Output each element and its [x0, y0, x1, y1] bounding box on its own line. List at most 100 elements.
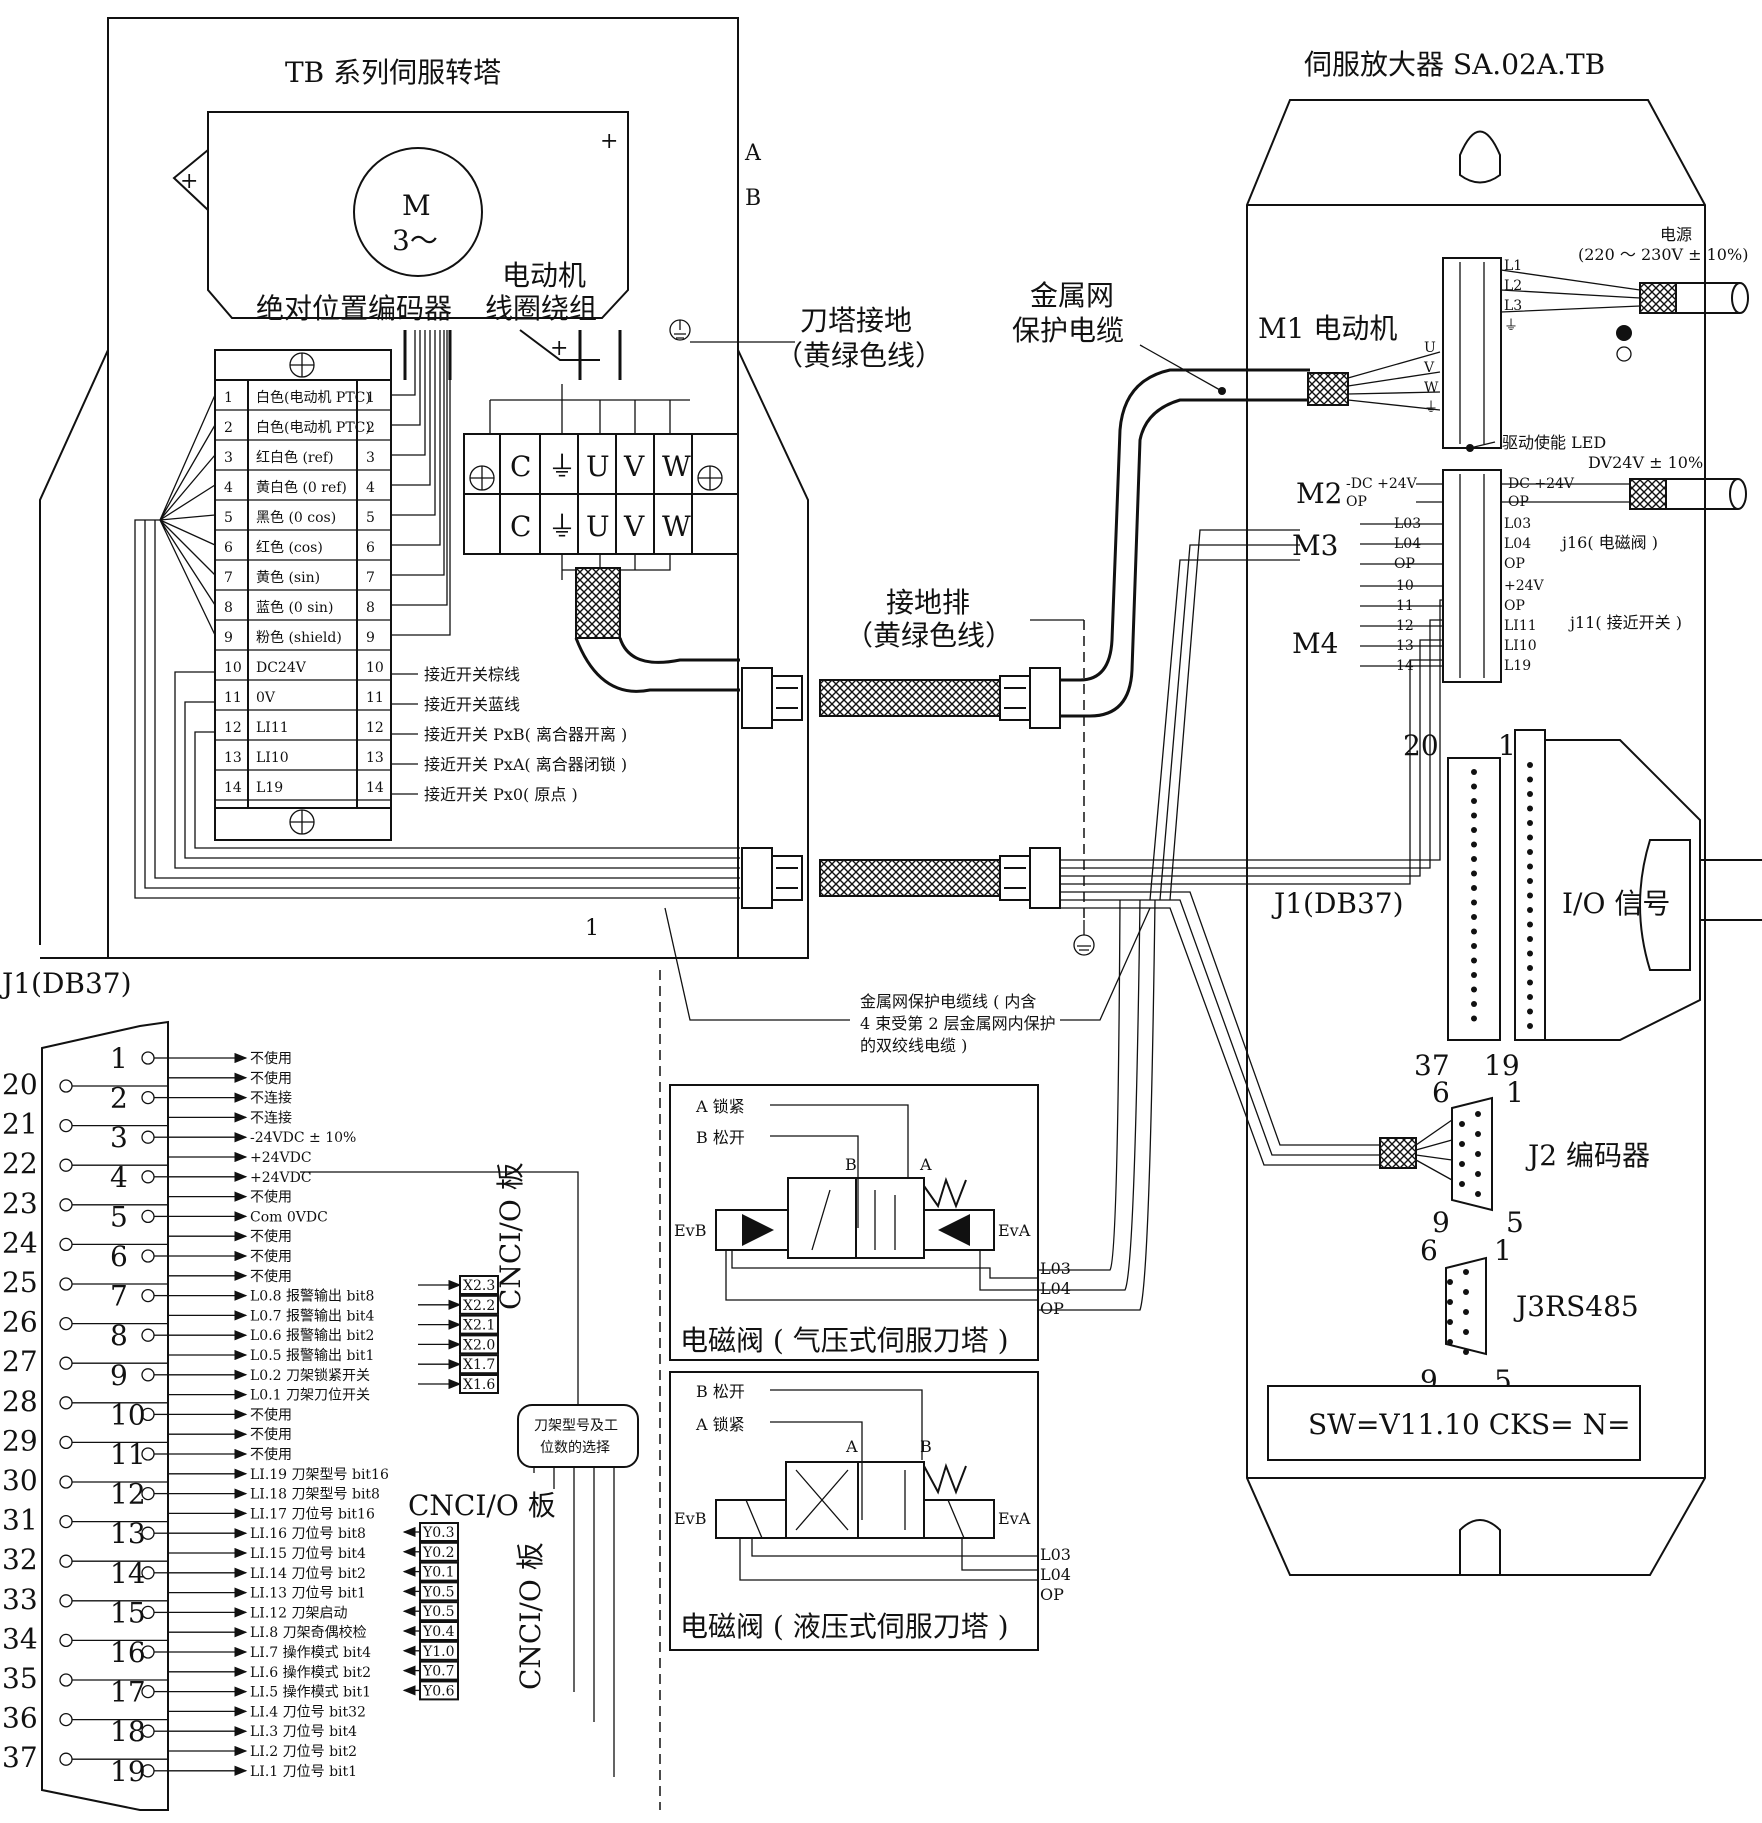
- j16-label: j16( 电磁阀 ): [1560, 533, 1658, 552]
- db37-pin-dot: [1527, 820, 1533, 826]
- motor-label-2: 线圈绕组: [485, 292, 597, 325]
- x-box-label: X2.2: [463, 1298, 495, 1314]
- wire-row-label: 黄白色 (0 ref): [256, 479, 347, 496]
- y-box-label: Y0.5: [422, 1584, 455, 1600]
- db37-signal-label: LI.17 刀位号 bit16: [250, 1506, 375, 1522]
- db37-left-pin: [59, 1118, 73, 1133]
- motor-m: M: [402, 189, 431, 222]
- y-box-label: Y0.4: [422, 1624, 455, 1640]
- db37-pin-dot: [1527, 805, 1533, 812]
- wire-row-number: 3: [224, 450, 233, 466]
- db37-left-number: 33: [2, 1583, 38, 1616]
- wire-row-label: 蓝色 (0 sin): [256, 599, 333, 616]
- db37-left-pin: [59, 1633, 73, 1648]
- db37-pin-dot: [1471, 986, 1477, 993]
- connector-pin-dot: [1459, 1121, 1465, 1127]
- terminal-bottom-label: ⏚: [548, 510, 576, 543]
- db37-left-pin: [59, 1554, 73, 1568]
- valve-hyd-pin: L04: [1040, 1565, 1071, 1584]
- m2-pin-label: OP: [1346, 494, 1367, 510]
- db37-left-pin: [59, 1673, 73, 1687]
- wire-row-number: 9: [224, 630, 233, 646]
- wire-row-number: 6: [224, 540, 233, 556]
- wire-row-number: 11: [224, 690, 242, 706]
- m2-pin-label: -DC +24V: [1346, 476, 1418, 492]
- ground-bar-label-2: （黄绿色线）: [845, 619, 1013, 652]
- proximity-note: 接近开关 PxA( 离合器闭锁 ): [424, 755, 627, 774]
- valve-air-port-b: B: [845, 1155, 857, 1174]
- power-label: 电源: [1660, 225, 1692, 244]
- db37-shell: [41, 1020, 169, 1811]
- y-box-label: Y0.5: [422, 1604, 455, 1620]
- motor-pin-label: W: [1424, 380, 1439, 396]
- db37-signal-label: +24VDC: [250, 1170, 312, 1186]
- wire-row-right-number: 13: [366, 750, 384, 766]
- cable-note-line: 金属网保护电缆线 ( 内含: [860, 992, 1036, 1011]
- connector-pin-dot: [1459, 1141, 1465, 1147]
- db37-signal-label: L0.2 刀架锁紧开关: [250, 1368, 370, 1384]
- connector-pin-dot: [1463, 1349, 1469, 1355]
- db37-pin-dot: [1471, 914, 1477, 920]
- wire-row-label: L19: [256, 780, 283, 796]
- motor-pin-label: U: [1424, 340, 1436, 356]
- amplifier-title: 伺服放大器 SA.02A.TB: [1304, 48, 1605, 81]
- db37-pin-dot: [1471, 885, 1477, 891]
- db37-right-number: 2: [110, 1082, 128, 1115]
- wire-row-label: 白色(电动机 PTC): [256, 419, 371, 436]
- db37-left-number: 34: [2, 1622, 38, 1655]
- dc24-label: DV24V ± 10%: [1588, 453, 1703, 472]
- wire-row-label: 黑色 (0 cos): [256, 509, 336, 526]
- j1-label: J1(DB37): [1271, 887, 1404, 920]
- m1-motor-pins: UVW⏚: [1423, 340, 1439, 416]
- db37-signal-label: LI.7 操作模式 bit4: [250, 1645, 371, 1661]
- y-box-label: Y0.1: [422, 1565, 455, 1581]
- connector-pin-number: 6: [1432, 1076, 1450, 1109]
- connector-pin-number: 5: [1506, 1206, 1524, 1239]
- db37-left-pin: [59, 1316, 73, 1331]
- power-spec: (220 ～ 230V ± 10%): [1578, 245, 1748, 264]
- db37-signal-label: 不使用: [250, 1446, 292, 1463]
- terminal-top-label: C: [510, 450, 531, 483]
- db37-pin-dot: [1527, 1023, 1533, 1029]
- motor-cable-mesh: [575, 567, 621, 639]
- db37-right-number: 4: [110, 1161, 128, 1194]
- wire-row-number: 5: [224, 510, 233, 526]
- connector-pin-dot: [1447, 1339, 1453, 1345]
- db37-right-number: 3: [110, 1121, 128, 1154]
- db37-pin-dot: [1527, 907, 1533, 913]
- db37-pin-dot: [1471, 856, 1477, 862]
- db37-left-number: 35: [2, 1662, 38, 1695]
- j2-dots: [1459, 1111, 1481, 1197]
- db37-signal-label: 不连接: [250, 1109, 292, 1126]
- db37-signal-label: 不使用: [250, 1070, 292, 1087]
- db37-left-number: 30: [2, 1464, 38, 1497]
- x-box-label: X1.6: [463, 1377, 495, 1393]
- motor-block: + + M 3～ 绝对位置编码器 电动机 线圈绕组 A B: [172, 111, 762, 325]
- wire-row-number: 7: [224, 570, 233, 586]
- encoder-label: 绝对位置编码器: [256, 292, 452, 325]
- j1-num-19: 19: [1484, 1049, 1520, 1082]
- cuvw-terminal-block: [463, 384, 739, 580]
- cable-ground: [1073, 920, 1095, 956]
- db37-left-number: 28: [2, 1385, 38, 1418]
- db37-signal-label: 不使用: [250, 1248, 292, 1265]
- db37-pin-dot: [1527, 979, 1533, 986]
- db37-signal-label: L0.8 报警输出 bit8: [250, 1289, 374, 1305]
- db37-left-pin: [59, 1396, 73, 1410]
- encoder-tube: [403, 330, 452, 380]
- wire-row-number: 2: [224, 420, 233, 436]
- db37-left-pin: [59, 1079, 73, 1093]
- wire-row-right-number: 3: [366, 450, 375, 466]
- db37-signal-label: 不使用: [250, 1228, 292, 1245]
- db37-pin-dot: [1471, 783, 1477, 790]
- db37-signal-label: 不使用: [250, 1268, 292, 1285]
- db37-dots: [1471, 762, 1533, 1029]
- db37-right-number: 12: [110, 1478, 146, 1511]
- io-signal-label: I/O 信号: [1562, 887, 1670, 920]
- motor-tube: [578, 330, 622, 380]
- wire-row-number: 12: [224, 720, 242, 736]
- ground-label-1: 刀塔接地: [800, 304, 912, 337]
- wire-row-number: 8: [224, 600, 233, 616]
- db37-left-pin: [59, 1594, 73, 1608]
